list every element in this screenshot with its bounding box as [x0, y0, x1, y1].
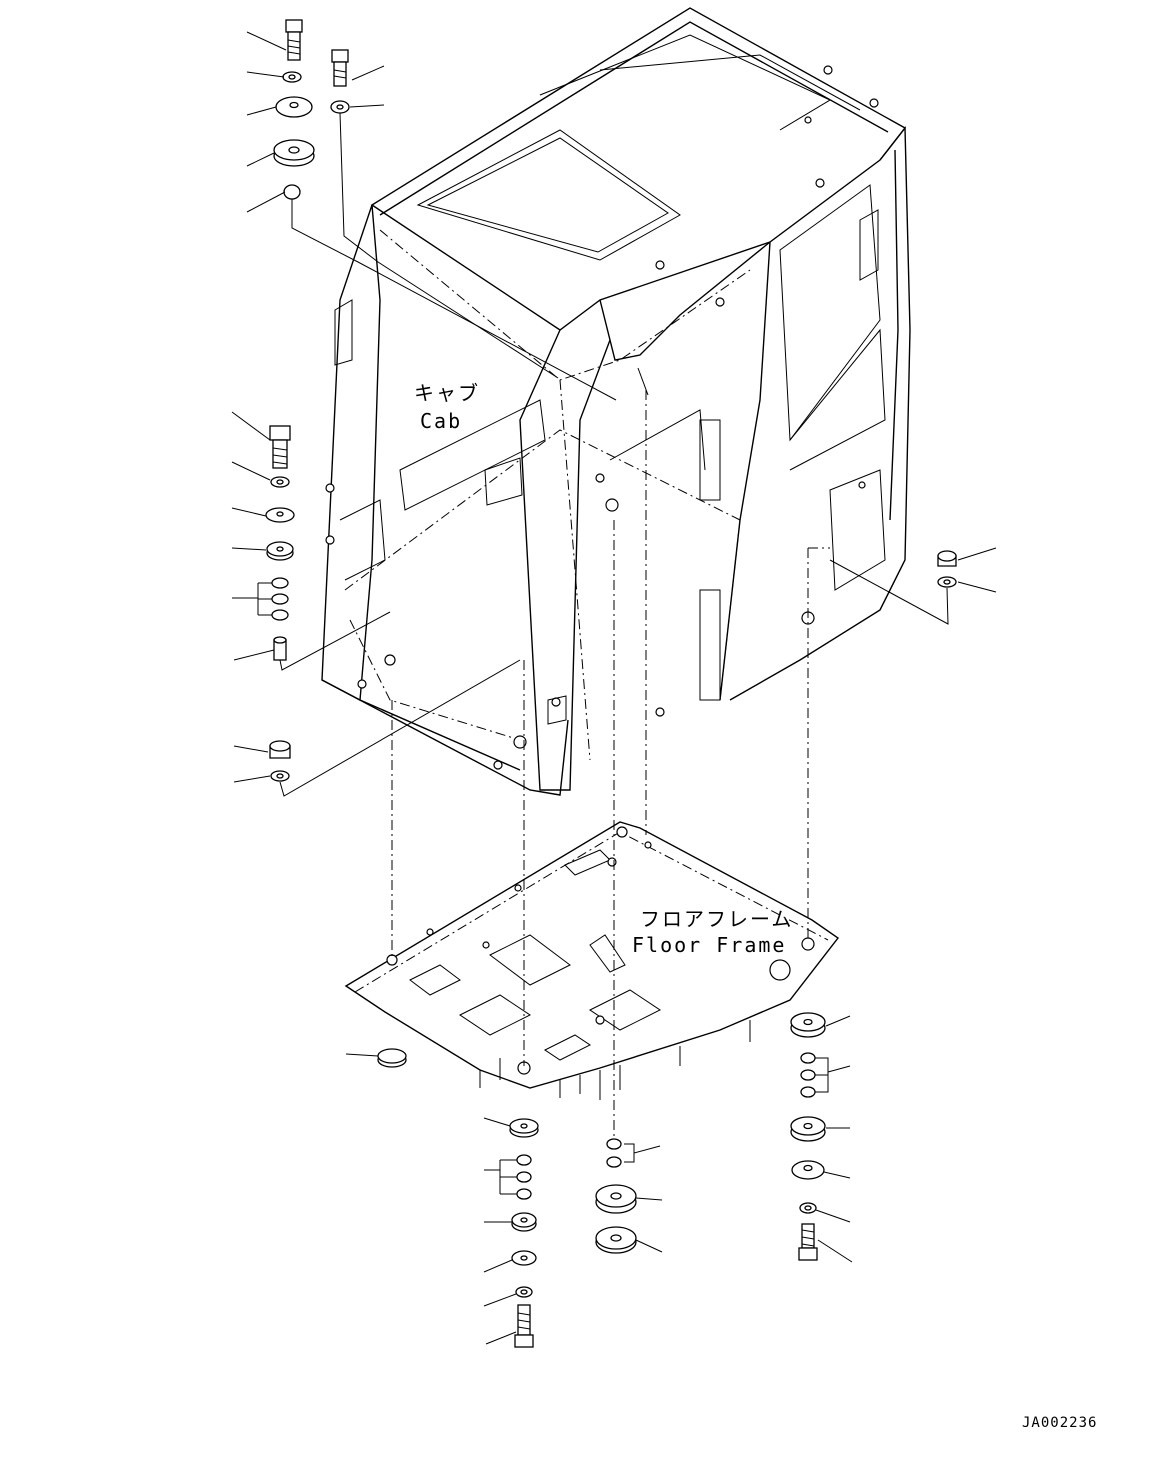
cab-label-jp: キャブ — [414, 381, 480, 405]
floor-frame — [344, 821, 840, 1100]
drawing-code: JA002236 — [1022, 1415, 1097, 1431]
top-left-hardware — [246, 19, 617, 401]
mid-left-hardware — [231, 411, 521, 797]
right-hardware — [829, 547, 997, 625]
assembly-lines — [391, 390, 830, 1140]
floor-frame-label-jp: フロアフレーム — [640, 907, 793, 931]
cab-label-en: Cab — [420, 409, 462, 433]
bottom-hardware — [345, 1012, 853, 1348]
floor-frame-label-en: Floor Frame — [632, 933, 786, 957]
cab-assembly — [321, 7, 911, 796]
